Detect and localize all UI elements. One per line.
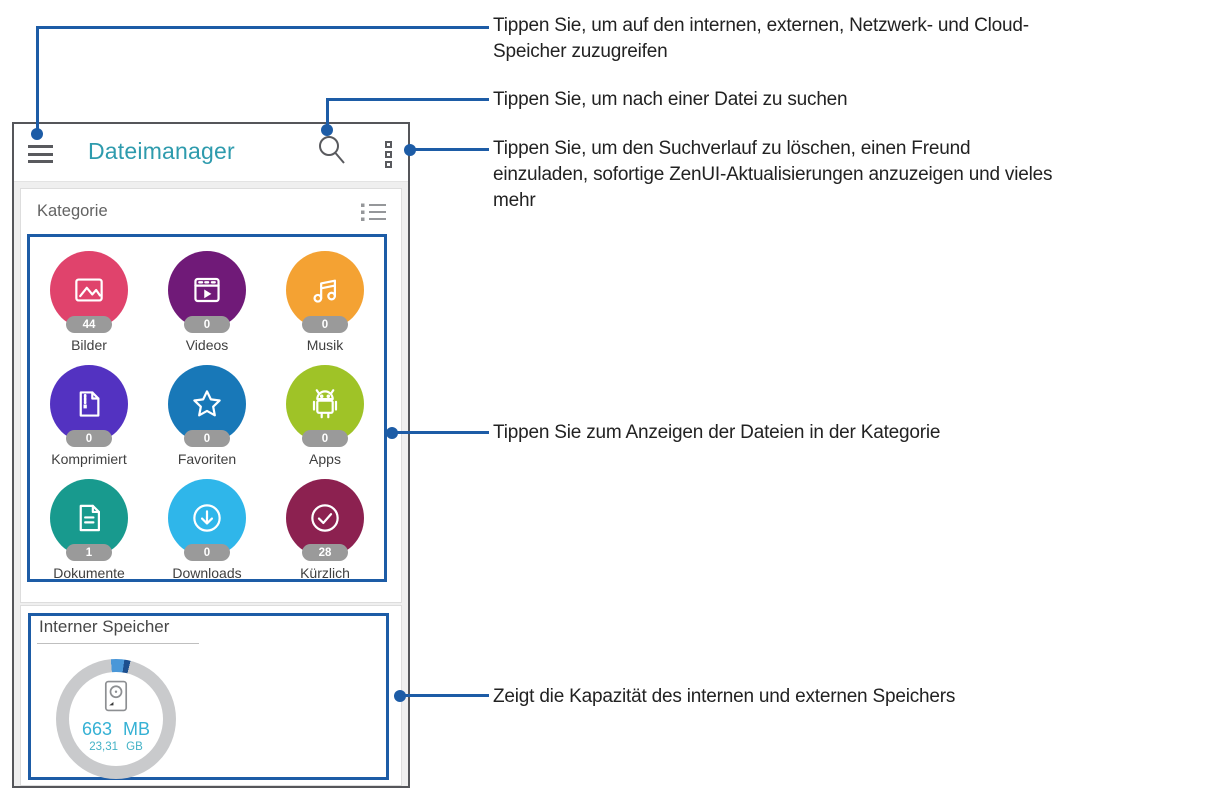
category-section-label: Kategorie	[37, 202, 108, 220]
callout-dot-2	[321, 124, 333, 136]
storage-section-title: Interner Speicher	[39, 617, 170, 636]
category-item[interactable]: 0 Downloads	[148, 471, 266, 585]
category-count-badge: 0	[184, 430, 230, 447]
storage-callout-rect	[28, 613, 389, 780]
music-icon	[303, 268, 347, 312]
category-label: Bilder	[71, 337, 107, 353]
category-card: Kategorie 44 Bilder 0 Videos 0 Musik	[20, 188, 402, 603]
list-view-icon[interactable]	[361, 202, 387, 222]
videos-icon	[185, 268, 229, 312]
callout-dot-1	[31, 128, 43, 140]
document-icon	[67, 496, 111, 540]
callout-line-4	[392, 431, 489, 434]
recent-icon	[303, 496, 347, 540]
category-count-badge: 0	[66, 430, 112, 447]
category-label: Apps	[309, 451, 341, 467]
storage-total-value: 23,31 GB	[89, 741, 143, 753]
category-item[interactable]: 44 Bilder	[30, 243, 148, 357]
category-item[interactable]: 0 Komprimiert	[30, 357, 148, 471]
category-item[interactable]: 1 Dokumente	[30, 471, 148, 585]
category-count-badge: 1	[66, 544, 112, 561]
category-circle	[286, 479, 364, 557]
app-title: Dateimanager	[88, 138, 235, 164]
category-label: Favoriten	[177, 451, 237, 467]
category-count-badge: 0	[302, 430, 348, 447]
images-icon	[67, 268, 111, 312]
callout-text-2: Tippen Sie, um nach einer Datei zu suche…	[493, 89, 848, 110]
callout-text-1: Tippen Sie, um auf den internen, externe…	[493, 15, 1029, 62]
category-item[interactable]: 0 Videos	[148, 243, 266, 357]
star-icon	[185, 382, 229, 426]
category-count-badge: 44	[66, 316, 112, 333]
category-label: Videos	[185, 337, 229, 353]
category-label: Downloads	[172, 565, 242, 581]
storage-used-value: 663 MB	[81, 719, 151, 739]
category-label: Komprimiert	[51, 451, 127, 467]
storage-usage-donut[interactable]: 663 MB 23,31 GB	[56, 659, 176, 779]
zip-icon	[67, 382, 111, 426]
category-label: Musik	[306, 337, 344, 353]
category-item[interactable]: 0 Favoriten	[148, 357, 266, 471]
hard-drive-icon	[103, 679, 129, 718]
callout-dot-3	[404, 144, 416, 156]
category-item[interactable]: 0 Musik	[266, 243, 384, 357]
callout-line-2	[326, 98, 489, 101]
callout-dot-5	[394, 690, 406, 702]
callout-text-4: Tippen Sie zum Anzeigen der Dateien in d…	[493, 422, 941, 443]
category-count-badge: 0	[302, 316, 348, 333]
android-icon	[303, 382, 347, 426]
category-callout-rect: 44 Bilder 0 Videos 0 Musik 0 Komprimiert…	[27, 234, 387, 582]
menu-icon[interactable]	[28, 145, 53, 163]
phone-screenshot: Dateimanager Kategorie 44 Bilder	[12, 122, 410, 788]
callout-line-2-v	[326, 98, 329, 128]
search-icon[interactable]	[316, 134, 346, 168]
callout-line-3	[411, 148, 489, 151]
storage-divider	[37, 643, 199, 644]
category-label: Kürzlich	[300, 565, 350, 581]
category-item[interactable]: 28 Kürzlich	[266, 471, 384, 585]
category-label: Dokumente	[53, 565, 125, 581]
category-header: Kategorie	[21, 189, 401, 234]
storage-card[interactable]: Interner Speicher 663 MB 23,31 GB	[20, 605, 402, 786]
category-grid: 44 Bilder 0 Videos 0 Musik 0 Komprimiert…	[30, 237, 384, 581]
overflow-menu-icon[interactable]	[378, 141, 398, 169]
category-count-badge: 28	[302, 544, 348, 561]
category-item[interactable]: 0 Apps	[266, 357, 384, 471]
download-icon	[185, 496, 229, 540]
category-count-badge: 0	[184, 544, 230, 561]
callout-line-1-v	[36, 26, 39, 132]
callout-text-3: Tippen Sie, um den Suchverlauf zu lösche…	[493, 138, 1053, 211]
callout-line-1	[36, 26, 489, 29]
app-bar: Dateimanager	[14, 124, 408, 182]
category-count-badge: 0	[184, 316, 230, 333]
callout-dot-4	[386, 427, 398, 439]
callout-line-5	[400, 694, 489, 697]
callout-text-5: Zeigt die Kapazität des internen und ext…	[493, 686, 956, 707]
